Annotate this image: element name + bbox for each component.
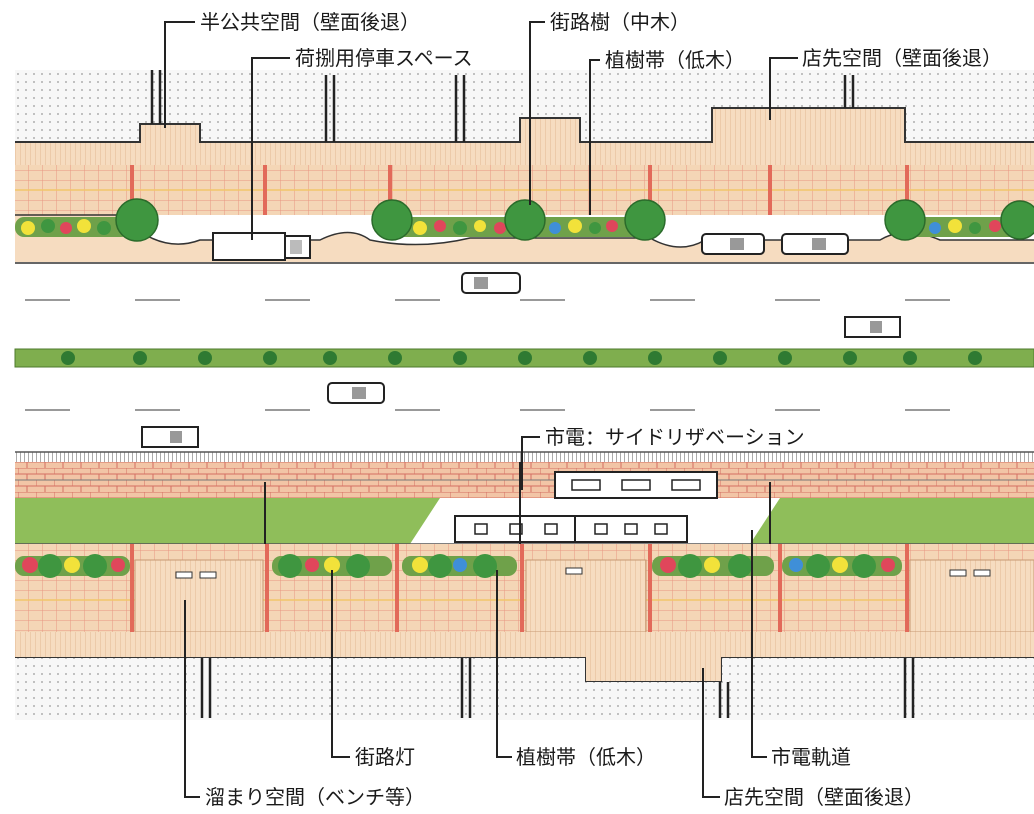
parked-car — [701, 233, 765, 255]
bottom-planting-strip-5 — [782, 554, 902, 578]
moving-car — [461, 272, 521, 294]
moving-car — [327, 382, 385, 404]
label-tram-side-reservation: 市電：サイドリザベーション — [545, 425, 805, 449]
label-planting-strip-bottom: 植樹帯（低木） — [516, 745, 656, 769]
median-strip — [14, 348, 1034, 368]
label-tram-track: 市電軌道 — [771, 745, 851, 769]
tram-car — [454, 515, 688, 543]
top-sidewalk — [15, 165, 1034, 215]
tram-car — [554, 471, 718, 499]
street-tree — [115, 198, 159, 242]
bottom-property-lines — [200, 658, 915, 718]
label-semi-public-space: 半公共空間（壁面後退） — [200, 10, 420, 34]
bottom-planting-strip-4 — [652, 554, 774, 578]
label-street-tree: 街路樹（中木） — [550, 10, 690, 34]
top-property-lines — [150, 70, 855, 142]
bottom-planting-strip-2 — [272, 554, 392, 578]
moving-van — [844, 316, 901, 338]
parked-car — [781, 233, 849, 255]
tram-curb — [15, 451, 1034, 462]
top-planting-strip-1 — [15, 217, 130, 237]
bottom-building-zone — [15, 658, 1034, 720]
label-resting-space: 溜まり空間（ベンチ等） — [205, 785, 425, 809]
bottom-planting-strip-3 — [402, 554, 517, 578]
bottom-planting-strip-1 — [15, 554, 130, 578]
leader-lines — [164, 21, 798, 798]
bench — [175, 567, 991, 579]
label-storefront-space-bottom: 店先空間（壁面後退） — [724, 785, 924, 809]
label-street-light: 街路灯 — [355, 745, 415, 769]
label-storefront-space-top: 店先空間（壁面後退） — [802, 46, 1002, 70]
loading-truck — [212, 232, 311, 261]
lane-markings — [25, 299, 950, 411]
top-planting-strip-3 — [884, 199, 1034, 241]
bench-areas — [134, 559, 1034, 633]
moving-van — [141, 426, 199, 448]
top-setback-spaces — [15, 107, 1034, 165]
label-loading-space: 荷捌用停車スペース — [295, 46, 473, 70]
tram-platform — [15, 462, 1034, 498]
label-planting-strip-top: 植樹帯（低木） — [605, 48, 745, 72]
top-planting-strip-2 — [371, 199, 666, 241]
tram-poles — [264, 462, 771, 560]
